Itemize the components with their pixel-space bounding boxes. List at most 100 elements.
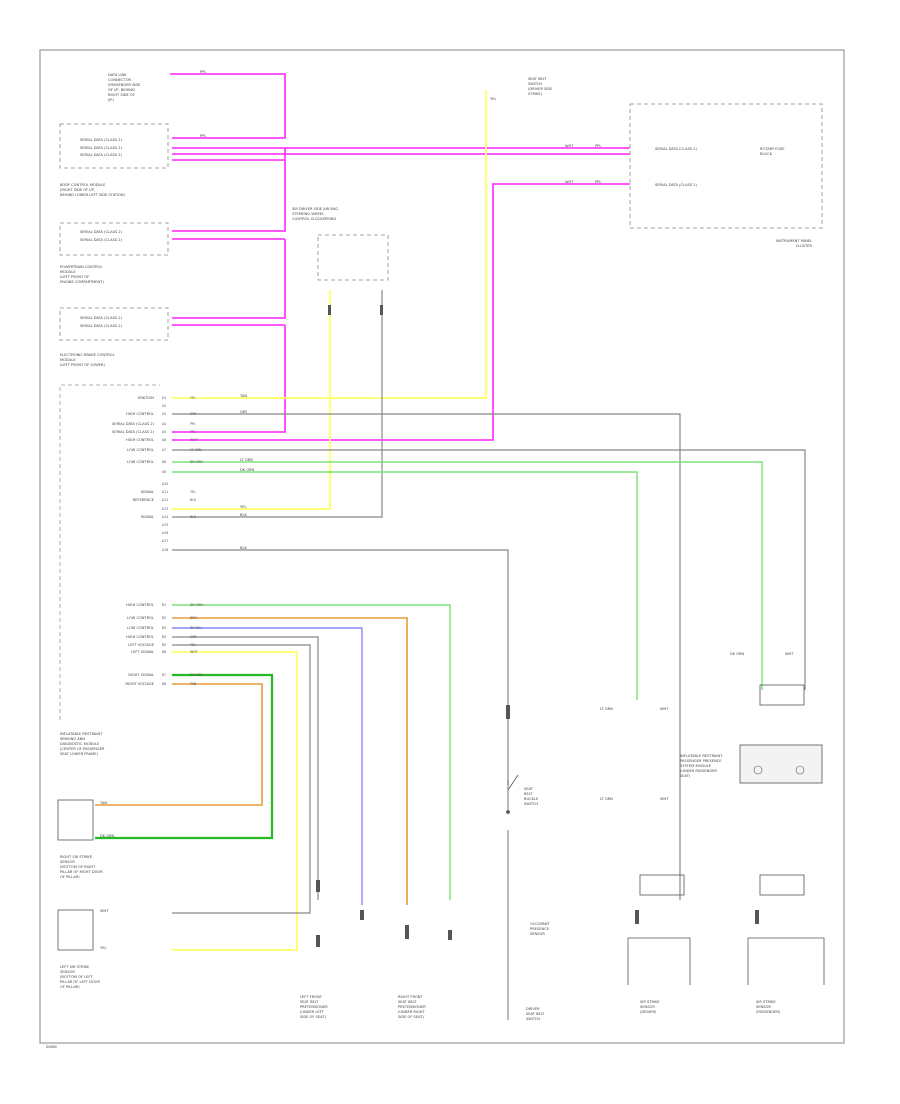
- pin-num-B8: B8: [162, 682, 166, 686]
- electronic-brake-label-line-0: ELECTRONIC BRAKE CONTROL: [60, 353, 115, 357]
- left-sensor-label-line-0: LEFT SIR STRIKE: [60, 965, 90, 969]
- wire-dkgrn-3: DK GRN: [730, 652, 745, 656]
- module-indicator-left: [753, 765, 763, 775]
- pin-wire-B3: DK BLU: [190, 626, 202, 630]
- seat-belt-switch-label-line-2: (DRIVER SIDE: [528, 87, 553, 91]
- data-link-label-line-5: I/P): [108, 98, 114, 102]
- pin-num-A1: A1: [162, 396, 166, 400]
- inflatable-left-label-line-0: SIR STRIKE: [640, 1000, 660, 1004]
- pin-wire-A14: BLK: [190, 515, 197, 519]
- pin-label-A1: IGNITION: [138, 396, 155, 400]
- steering-wheel-label-line-0: SIR DRIVER SIDE AIR BAG: [292, 207, 338, 211]
- passenger-presence-label-line-0: OCCUPANT: [530, 922, 551, 926]
- pin-num-A2: A2: [162, 404, 166, 408]
- pin-label-A4: SERIAL DATA (CLASS 2): [112, 422, 155, 426]
- pin-label-B6: LEFT SIGNAL: [131, 650, 154, 654]
- data-link-label-line-2: (PASSENGER SIDE: [108, 83, 141, 87]
- inflatable-left-label-line-1: SENSOR: [640, 1005, 655, 1009]
- pin-num-B6: B6: [162, 650, 166, 654]
- pin-label-B4: HIGH CONTROL: [126, 635, 154, 639]
- pin-num-A18: A18: [162, 548, 168, 552]
- body-control-box: [59, 123, 169, 169]
- pin-num-A9: A9: [162, 470, 166, 474]
- pin-num-B3: B3: [162, 626, 166, 630]
- sdm-label-line-4: SEAT LOWER FRAME): [60, 752, 98, 756]
- left-front-label-line-3: (UNDER LEFT: [300, 1010, 325, 1014]
- diagram-frame: [39, 49, 845, 1044]
- bottom-modules: [627, 684, 825, 985]
- powertrain-label-line-3: ENGINE COMPARTMENT): [60, 280, 104, 284]
- pin-num-A3: A3: [162, 412, 166, 416]
- pin-wire-A12: BLK: [190, 498, 197, 502]
- wire-blk-1: BLK: [240, 513, 247, 517]
- pass-seat-module-label-line-0: INFLATABLE RESTRAINT: [680, 754, 723, 758]
- pin-label-A7: LOW CONTROL: [127, 448, 154, 452]
- pin-wire-A5: PPL: [190, 430, 196, 434]
- pin-num-A15: A15: [162, 523, 168, 527]
- pin-num-A12: A12: [162, 498, 168, 502]
- pin-wire-A3: GRY: [190, 412, 196, 416]
- powertrain-label-line-0: POWERTRAIN CONTROL: [60, 265, 103, 269]
- buckle-switch-label-line-2: BUCKLE: [524, 797, 539, 801]
- seat-belt-switch-label-line-0: SEAT BELT: [528, 77, 547, 81]
- pin-label-A12: REFERENCE: [133, 498, 155, 502]
- pin-wire-A1: YEL: [190, 396, 196, 400]
- left-front-label-line-1: SEAT BELT: [300, 1000, 319, 1004]
- pin-label-B2: LOW CONTROL: [127, 616, 154, 620]
- sdm-label-line-3: (CENTER OF PASSENGER: [60, 747, 105, 751]
- wire-wht-6: WHT: [660, 797, 669, 801]
- right-sensor-label-line-4: OF PILLAR): [60, 875, 80, 879]
- right-sensor-label-line-0: RIGHT SIR STRIKE: [60, 855, 93, 859]
- ignition-wiring: [172, 90, 487, 951]
- pass-seat-module-label-line-1: PASSENGER PRESENCE: [680, 759, 722, 763]
- pin-wire-B8: TAN: [189, 682, 197, 686]
- right-sensor-label-line-3: PILLAR OF RIGHT DOOR: [60, 870, 103, 874]
- wire-wht-5: WHT: [660, 707, 669, 711]
- body-control-label-line-0: BODY CONTROL MODULE: [60, 183, 106, 187]
- wire-gry-1: GRY: [240, 410, 248, 414]
- green-wiring: [172, 461, 763, 900]
- right-sensor-label-line-2: (BOTTOM OF RIGHT: [60, 865, 96, 869]
- pcm-serial-1: SERIAL DATA (CLASS 2): [80, 238, 123, 242]
- orange-wiring: [95, 617, 408, 905]
- wire-wht-1: WHT: [565, 144, 574, 148]
- steering-wheel-label-line-2: CONTROL CLOCKSPRING: [292, 217, 336, 221]
- pin-label-A5: SERIAL DATA (CLASS 2): [112, 430, 155, 434]
- body-control-label-line-1: (RIGHT SIDE OF I/P,: [60, 188, 95, 192]
- wire-ltgrn-2: LT GRN: [600, 707, 613, 711]
- steering-wheel-label-line-1: STEERING WHEEL: [292, 212, 324, 216]
- wire-ltgrn-1: LT GRN: [240, 458, 253, 462]
- pin-wire-A8: DK GRN: [190, 460, 203, 464]
- right-front-label-line-3: (UNDER RIGHT: [398, 1010, 425, 1014]
- pin-wire-B7: DK GRN: [190, 673, 203, 677]
- instrument-cluster-box: [629, 103, 823, 229]
- footer-code: D06N0: [46, 1045, 57, 1049]
- buckle-switch-label-line-1: BELT: [524, 792, 533, 796]
- pin-num-A5: A5: [162, 430, 166, 434]
- pin-label-B8: RIGHT VOLTAGE: [126, 682, 155, 686]
- pin-label-A14: SIGNAL: [141, 515, 154, 519]
- sdm-label-line-2: DIAGNOSTIC MODULE: [60, 742, 100, 746]
- ipc-serial-1: SERIAL DATA (CLASS 2): [655, 183, 698, 187]
- wire-wht-2: WHT: [565, 180, 574, 184]
- right-sensor-label-line-1: SENSOR: [60, 860, 75, 864]
- right-front-label-line-2: PRETENSIONER: [398, 1005, 426, 1009]
- passenger-presence-module: [739, 744, 823, 784]
- pin-label-A3: HIGH CONTROL: [126, 412, 154, 416]
- seat-belt-switch: [506, 774, 519, 1020]
- inflatable-right-label-line-1: SENSOR: [756, 1005, 771, 1009]
- pin-num-A10: A10: [162, 482, 168, 486]
- right-front-label-line-1: SEAT BELT: [398, 1000, 417, 1004]
- wire-wht-3: WHT: [100, 909, 109, 913]
- pin-wire-A7: LT GRN: [190, 448, 202, 452]
- left-sensor-label-line-1: SENSOR: [60, 970, 75, 974]
- instrument-cluster-label-line-0: INSTRUMENT PANEL: [776, 239, 812, 243]
- pin-num-A16: A16: [162, 531, 168, 535]
- blue-wiring: [172, 627, 363, 905]
- body-control-label-line-2: BEHIND LOWER LEFT SIDE STATION): [60, 193, 126, 197]
- pin-num-A14: A14: [162, 515, 168, 519]
- pin-num-A6: A6: [162, 438, 166, 442]
- pin-num-B7: B7: [162, 673, 166, 677]
- sdm-label-line-0: INFLATABLE RESTRAINT: [60, 732, 103, 736]
